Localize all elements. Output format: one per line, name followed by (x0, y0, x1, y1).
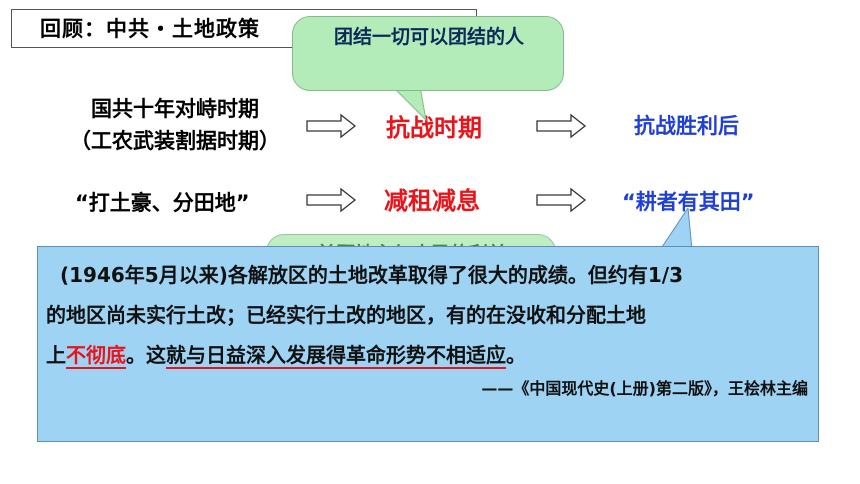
quote-source: ——《中国现代史(上册)第二版》，王桧林主编 (481, 379, 808, 398)
row1-left-line2: （工农武装割据时期） (70, 129, 280, 153)
arrow-right-icon (536, 187, 587, 213)
callout-pointer-join (392, 86, 422, 90)
quote-line-3-c: 。这 (126, 343, 166, 367)
quote-line-3: 上不彻底。这就与日益深入发展得革命形势不相适应。 (46, 339, 828, 368)
quote-line-3-a: 上 (46, 343, 66, 367)
quote-line-3-e: 。 (506, 343, 526, 367)
arrow-right-icon (536, 113, 587, 139)
quote-line-1: (1946年5月以来)各解放区的土地改革取得了很大的成绩。但约有1/3 (60, 263, 683, 287)
arrow-right-icon (306, 187, 357, 213)
row1-right: 抗战胜利后 (634, 114, 739, 138)
page-title: 回顾：中共・土地政策 (40, 16, 260, 41)
quote-box: (1946年5月以来)各解放区的土地改革取得了很大的成绩。但约有1/3 的地区尚… (37, 246, 819, 442)
row2-middle: 减租减息 (384, 187, 480, 215)
arrow-right-icon (306, 113, 357, 139)
row1-left-line1: 国共十年对峙时期 (91, 97, 259, 121)
quote-emphasis-incomplete: 不彻底 (66, 343, 126, 367)
quote-underlined-text: 就与日益深入发展得革命形势不相适应 (166, 343, 506, 367)
callout-top-text: 团结一切可以团结的人 (333, 26, 524, 48)
row2-left: “打土豪、分田地” (75, 191, 250, 215)
callout-top: 团结一切可以团结的人 (292, 16, 564, 91)
callout-pointer (391, 86, 427, 122)
quote-line-2: 的地区尚未实行土改；已经实行土改的地区，有的在没收和分配土地 (46, 303, 646, 327)
quote-pointer (659, 208, 693, 250)
row1-middle: 抗战时期 (386, 114, 482, 142)
